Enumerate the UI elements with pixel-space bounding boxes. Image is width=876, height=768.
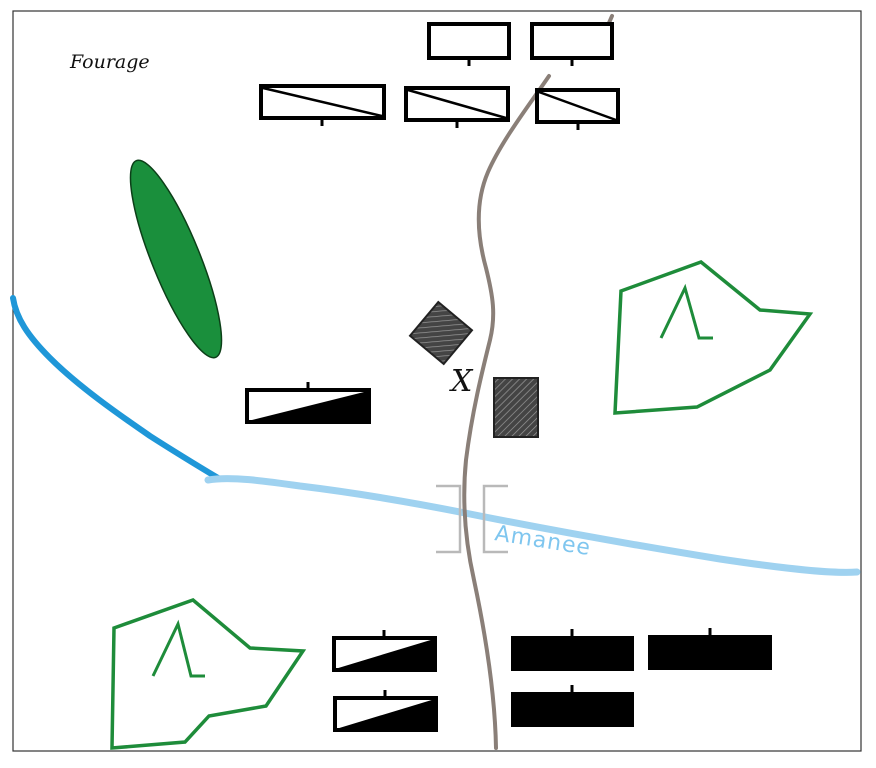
unit-west xyxy=(245,382,371,424)
place-label: Fourage xyxy=(69,51,150,73)
unit-north-mid-right xyxy=(535,88,620,130)
unit-south-left-bottom xyxy=(333,690,438,732)
unit-north-mid-center xyxy=(404,86,510,128)
hill-east-symbol xyxy=(659,283,713,340)
map-frame xyxy=(12,10,862,752)
unit-hatched-rect xyxy=(493,377,539,438)
hill-southwest-symbol xyxy=(151,619,205,678)
hill-southwest xyxy=(110,598,307,750)
unit-north-top-left xyxy=(427,22,511,66)
unit-north-mid-left xyxy=(259,84,386,126)
unit-south-solid-2 xyxy=(648,628,772,670)
bridge-marker xyxy=(436,484,508,554)
hill-east xyxy=(613,260,814,415)
unit-south-solid-1 xyxy=(511,629,634,671)
woods-ellipse xyxy=(129,159,223,359)
unit-north-top-right xyxy=(530,22,614,66)
battle-marker: X xyxy=(449,364,474,399)
unit-south-solid-3 xyxy=(511,685,634,727)
unit-south-left-top xyxy=(332,630,437,672)
unit-hatched-diamond xyxy=(408,300,474,366)
